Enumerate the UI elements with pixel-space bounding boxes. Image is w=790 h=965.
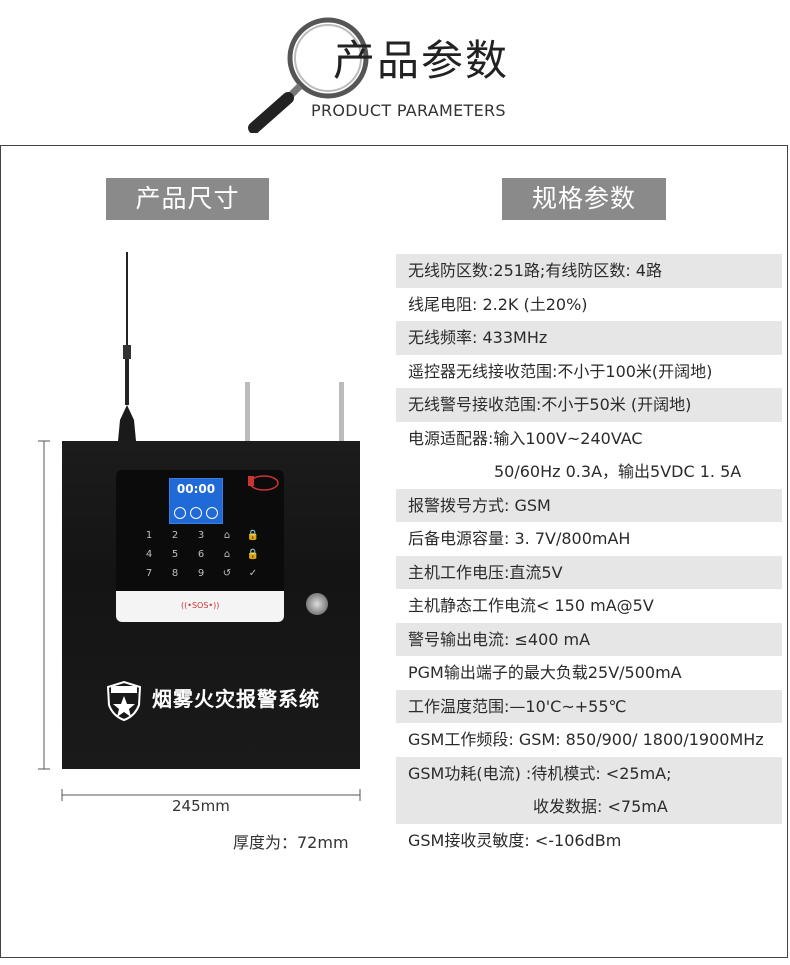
key: 9	[197, 568, 205, 579]
spec-row: 电源适配器:输入100V~240VAC	[408, 428, 643, 448]
spec-list: 无线防区数:251路;有线防区数: 4路线尾电阻: 2.2K (土20%) 无线频…	[396, 254, 782, 857]
refresh-icon: ↺	[222, 568, 232, 579]
key-lock-icon	[306, 593, 328, 615]
lock-icon: 🔒	[246, 549, 260, 560]
spec-row: 线尾电阻: 2.2K (土20%)	[408, 294, 588, 314]
status-icon	[190, 507, 202, 519]
content-frame	[0, 145, 788, 958]
lock-icon: 🔒	[246, 530, 260, 541]
page-title: 产品参数	[333, 36, 510, 85]
spec-row: 遥控器无线接收范围:不小于100米(开阔地)	[408, 361, 713, 381]
key: 3	[197, 530, 205, 541]
key: 8	[171, 568, 179, 579]
home-icon: ⌂	[223, 549, 231, 560]
home-icon: ⌂	[223, 530, 231, 541]
magnifier-icon	[248, 17, 369, 133]
keypad: 1 2 3 ⌂ 🔒 4 5 6 ⌂ 🔒 7 8 9 ↺ ✓	[136, 530, 266, 579]
spec-row: GSM工作频段: GSM: 850/900/ 1800/1900MHz	[408, 730, 764, 749]
status-icon	[206, 507, 218, 519]
shield-star-icon	[106, 680, 142, 722]
brand-logo	[244, 472, 280, 492]
spec-row: 无线警号接收范围:不小于50米 (开阔地)	[396, 388, 782, 422]
spec-row: 50/60Hz 0.3A，输出5VDC 1. 5A	[494, 462, 742, 481]
spec-row: GSM功耗(电流) :待机模式: <25mA;	[396, 756, 782, 790]
width-label: 245mm	[172, 797, 230, 815]
check-icon: ✓	[248, 568, 258, 579]
lcd-screen: 00:00	[169, 478, 223, 524]
key: 6	[197, 549, 205, 560]
page-header: 产品参数 PRODUCT PARAMETERS	[0, 0, 790, 140]
key: 4	[145, 549, 153, 560]
lcd-time: 00:00	[176, 482, 216, 496]
status-icon	[174, 507, 186, 519]
spec-row: 无线防区数:251路;有线防区数: 4路	[396, 254, 782, 288]
section-label-size: 产品尺寸	[106, 178, 269, 220]
lcd-status-icons	[174, 507, 218, 519]
key: 1	[145, 530, 153, 541]
section-label-spec: 规格参数	[502, 178, 666, 220]
spec-row: 收发数据: <75mA	[396, 790, 782, 824]
key: 7	[145, 568, 153, 579]
page-subtitle: PRODUCT PARAMETERS	[311, 101, 506, 120]
device-name: 烟雾火灾报警系统	[152, 687, 320, 711]
key: 5	[171, 549, 179, 560]
spec-row: GSM接收灵敏度: <-106dBm	[408, 830, 622, 850]
spec-row: PGM输出端子的最大负载25V/500mA	[408, 663, 682, 682]
spec-row: 警号输出电流: ≤400 mA	[396, 622, 782, 656]
spec-row: 主机静态工作电流< 150 mA@5V	[408, 596, 654, 615]
sos-strip: ((•SOS•))	[116, 591, 284, 622]
thickness-label: 厚度为：72mm	[233, 833, 349, 852]
spec-row: 报警拨号方式: GSM	[396, 488, 782, 522]
spec-row: 无线频率: 433MHz	[396, 321, 782, 355]
sos-label: ((•SOS•))	[181, 601, 220, 610]
spec-row: 主机工作电压:直流5V	[396, 555, 782, 589]
spec-row: 后备电源容量: 3. 7V/800mAH	[408, 529, 631, 548]
key: 2	[171, 530, 179, 541]
spec-row: 工作温度范围:—10'C~+55℃	[396, 689, 782, 723]
